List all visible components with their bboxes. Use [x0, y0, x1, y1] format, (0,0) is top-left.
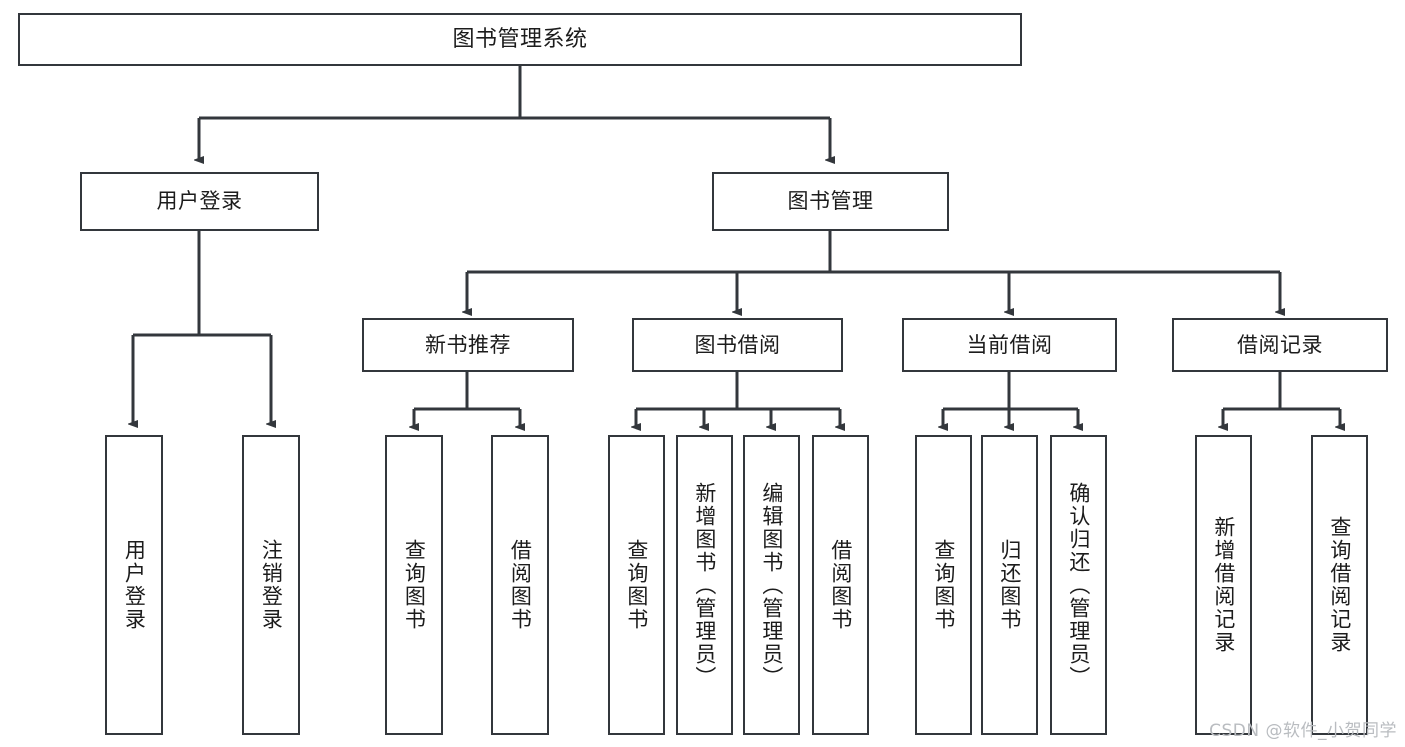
leaf-logout[interactable]: 注销登录: [242, 435, 300, 735]
leaf-add-book-admin[interactable]: 新增图书（管理员）: [676, 435, 733, 735]
leaf-query-book-recommend[interactable]: 查询图书: [385, 435, 443, 735]
node-root-system[interactable]: 图书管理系统: [18, 13, 1022, 66]
node-label: 查询图书: [931, 539, 956, 631]
node-borrow-record[interactable]: 借阅记录: [1172, 318, 1388, 372]
node-label: 当前借阅: [966, 332, 1053, 357]
node-label: 编辑图书（管理员）: [759, 481, 784, 689]
node-new-book-recommend[interactable]: 新书推荐: [362, 318, 574, 372]
node-label: 用户登录: [122, 539, 147, 631]
leaf-return-book[interactable]: 归还图书: [981, 435, 1038, 735]
node-book-management[interactable]: 图书管理: [712, 172, 949, 231]
node-label: 查询图书: [624, 539, 649, 631]
leaf-add-borrow-record[interactable]: 新增借阅记录: [1195, 435, 1252, 735]
node-label: 查询图书: [402, 539, 427, 631]
node-book-borrow[interactable]: 图书借阅: [632, 318, 843, 372]
csdn-watermark: CSDN @软件_小贺同学: [1209, 721, 1397, 741]
node-label: 借阅图书: [828, 539, 853, 631]
node-label: 图书管理系统: [452, 26, 588, 52]
node-user-login[interactable]: 用户登录: [80, 172, 319, 231]
node-label: 借阅记录: [1237, 332, 1323, 357]
node-label: 查询借阅记录: [1327, 516, 1352, 654]
node-label: 用户登录: [156, 189, 243, 214]
node-label: 图书管理: [787, 189, 874, 214]
node-label: 确认归还（管理员）: [1066, 481, 1091, 689]
node-label: 新书推荐: [425, 332, 511, 357]
node-label: 新增借阅记录: [1211, 516, 1236, 654]
node-current-borrow[interactable]: 当前借阅: [902, 318, 1117, 372]
leaf-borrow-book-recommend[interactable]: 借阅图书: [491, 435, 549, 735]
leaf-borrow-book[interactable]: 借阅图书: [812, 435, 869, 735]
node-label: 新增图书（管理员）: [692, 481, 717, 689]
node-label: 归还图书: [997, 539, 1022, 631]
leaf-query-book-current[interactable]: 查询图书: [915, 435, 972, 735]
node-label: 图书借阅: [694, 332, 781, 357]
leaf-query-borrow-record[interactable]: 查询借阅记录: [1311, 435, 1368, 735]
node-label: 借阅图书: [508, 539, 533, 631]
leaf-edit-book-admin[interactable]: 编辑图书（管理员）: [743, 435, 800, 735]
leaf-user-login[interactable]: 用户登录: [105, 435, 163, 735]
leaf-query-book-borrow[interactable]: 查询图书: [608, 435, 665, 735]
leaf-confirm-return-admin[interactable]: 确认归还（管理员）: [1050, 435, 1107, 735]
node-label: 注销登录: [259, 539, 284, 631]
